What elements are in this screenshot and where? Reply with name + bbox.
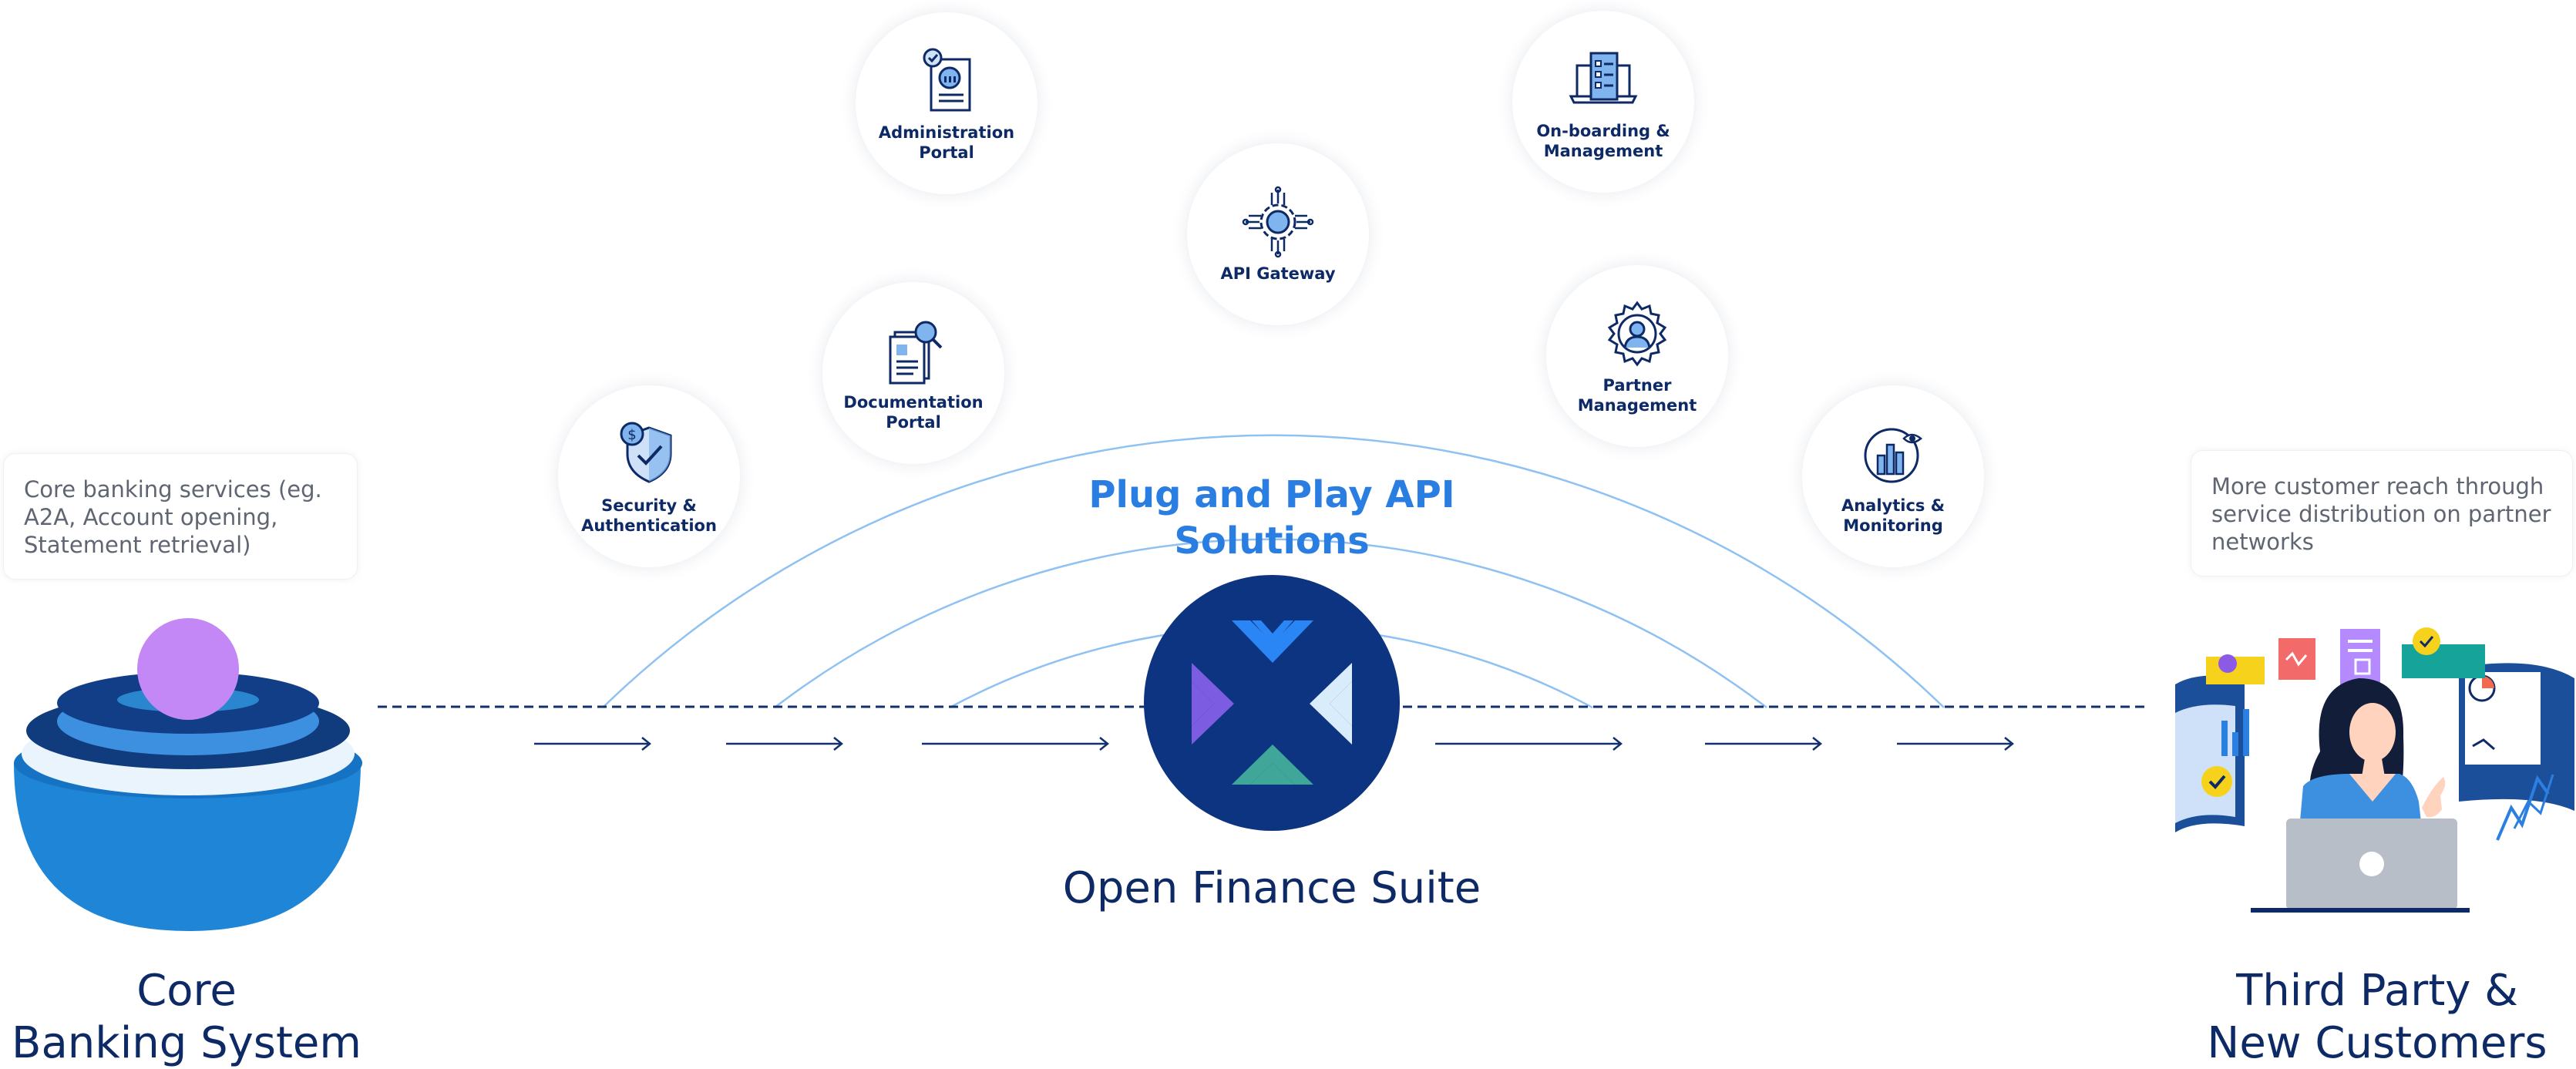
module-onboarding-label: On-boarding & Management bbox=[1536, 122, 1670, 160]
flow-arrow-4 bbox=[1435, 737, 1623, 751]
module-gateway: API Gateway bbox=[1187, 143, 1369, 325]
core-sphere bbox=[137, 618, 239, 720]
module-onboarding: On-boarding & Management bbox=[1512, 11, 1694, 193]
module-partner: Partner Management bbox=[1546, 265, 1728, 447]
flow-arrows bbox=[534, 737, 2015, 751]
module-security: $ Security & Authentication bbox=[558, 385, 740, 567]
module-security-label: Security & Authentication bbox=[581, 496, 717, 535]
outer-arc bbox=[602, 434, 1945, 708]
document-search-icon bbox=[889, 321, 943, 385]
core-banking-title: Core Banking System bbox=[12, 966, 362, 1068]
customer-reach-note: More customer reach through service dist… bbox=[2191, 450, 2573, 577]
module-partner-label: Partner Management bbox=[1577, 376, 1697, 415]
module-docs: Documentation Portal bbox=[822, 282, 1004, 464]
flow-arrow-5 bbox=[1705, 737, 1823, 751]
bowl-base bbox=[14, 763, 361, 931]
bar-chart-eye-icon bbox=[1864, 428, 1922, 483]
flow-arrow-2 bbox=[726, 737, 844, 751]
flow-arrow-3 bbox=[922, 737, 1110, 751]
svg-text:$: $ bbox=[627, 427, 636, 443]
flow-arrow-6 bbox=[1897, 737, 2015, 751]
open-finance-suite-title: Open Finance Suite bbox=[1062, 863, 1481, 913]
core-services-note: Core banking services (eg. A2A, Account … bbox=[3, 453, 358, 580]
gear-network-icon bbox=[1242, 186, 1314, 258]
module-docs-label: Documentation Portal bbox=[843, 393, 984, 432]
module-admin: Administration Portal bbox=[856, 12, 1037, 194]
flow-arrow-1 bbox=[534, 737, 652, 751]
gear-user-icon bbox=[1607, 301, 1667, 367]
woman-face bbox=[2349, 703, 2396, 761]
third-party-title: Third Party & New Customers bbox=[2207, 966, 2547, 1068]
desk-line bbox=[2251, 908, 2470, 913]
plug-and-play-headline: Plug and Play API Solutions bbox=[1088, 473, 1455, 563]
module-admin-label: Administration Portal bbox=[878, 123, 1015, 162]
middle-arc bbox=[774, 538, 1767, 708]
third-party-illustration bbox=[2175, 627, 2574, 913]
module-analytics: Analytics & Monitoring bbox=[1802, 385, 1984, 567]
laptop-checklist-icon bbox=[1569, 52, 1638, 104]
module-analytics-label: Analytics & Monitoring bbox=[1841, 496, 1945, 535]
core-banking-illustration bbox=[14, 618, 362, 931]
shield-dollar-icon: $ bbox=[620, 422, 672, 483]
bank-document-icon bbox=[923, 48, 971, 112]
module-gateway-label: API Gateway bbox=[1220, 264, 1336, 283]
suite-logo bbox=[1144, 575, 1400, 831]
